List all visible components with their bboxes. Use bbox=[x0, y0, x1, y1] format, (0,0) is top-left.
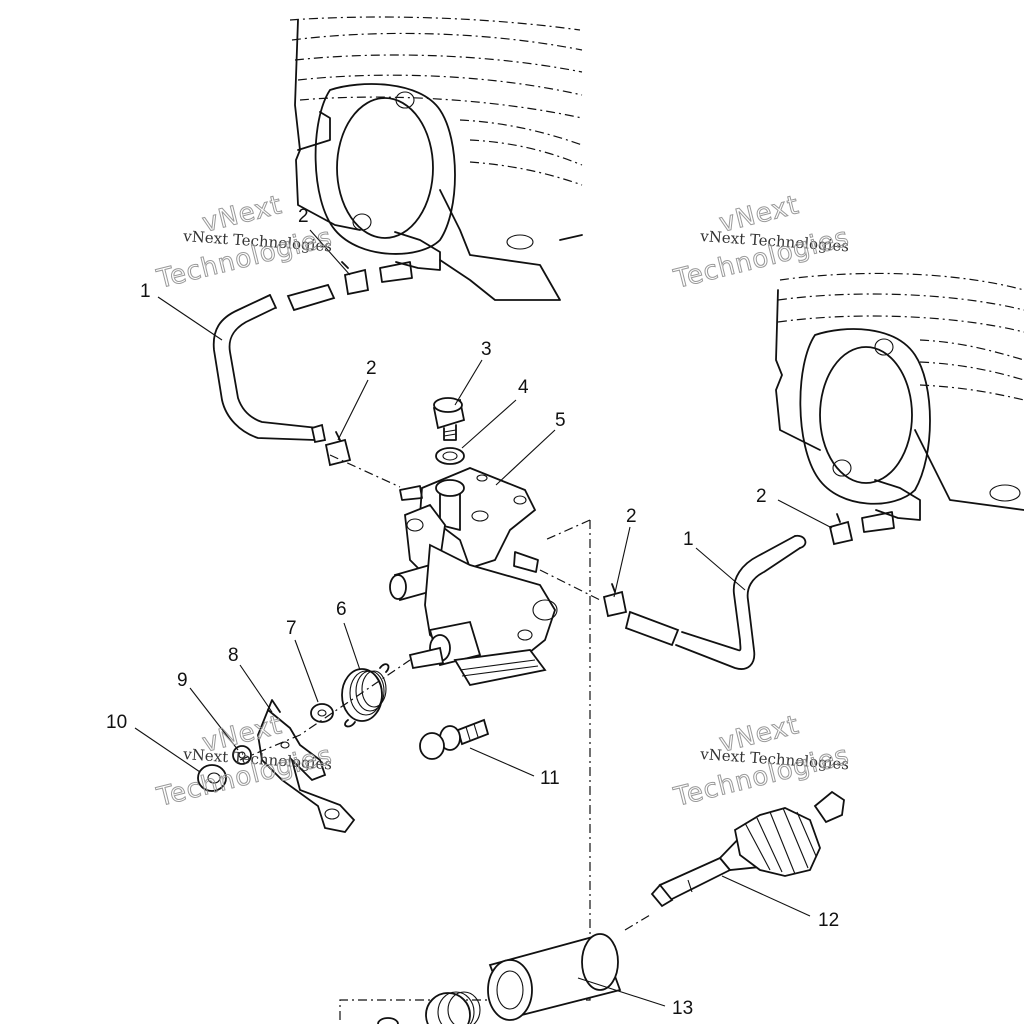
banjo-bolt bbox=[432, 397, 466, 441]
callout-4: 4 bbox=[518, 377, 529, 398]
callout-2a: 2 bbox=[298, 206, 309, 227]
oil-hose-right bbox=[624, 534, 807, 670]
return-spring bbox=[341, 663, 390, 728]
oil-pump-assembly bbox=[389, 467, 558, 687]
callout-13: 13 bbox=[672, 998, 693, 1019]
callout-2d: 2 bbox=[756, 486, 767, 507]
callout-10: 10 bbox=[106, 712, 127, 733]
drive-sleeve bbox=[487, 933, 622, 1021]
engine-cylinder-right bbox=[775, 272, 1024, 533]
callout-labels: 1 2 2 3 4 5 2 1 2 6 7 8 9 10 11 12 13 bbox=[106, 206, 839, 1019]
leader-lines bbox=[134, 229, 833, 1007]
callout-1a: 1 bbox=[140, 281, 151, 302]
callout-5: 5 bbox=[555, 410, 566, 431]
callout-3: 3 bbox=[481, 339, 492, 360]
pump-drive-gear bbox=[650, 790, 845, 908]
watermark-top-right: vNext vNext Technologies Technologies bbox=[670, 190, 853, 296]
pump-control-lever bbox=[257, 699, 356, 833]
hose-clamp-d bbox=[828, 513, 854, 546]
drive-spring bbox=[377, 991, 481, 1024]
callout-8: 8 bbox=[228, 645, 239, 666]
sealing-washer bbox=[435, 447, 465, 465]
callout-2b: 2 bbox=[366, 358, 377, 379]
callout-6: 6 bbox=[336, 599, 347, 620]
callout-12: 12 bbox=[818, 910, 839, 931]
callout-1b: 1 bbox=[683, 529, 694, 550]
thrust-washer bbox=[310, 703, 334, 723]
lever-washer bbox=[232, 745, 252, 765]
lever-nut bbox=[197, 764, 227, 792]
callout-9: 9 bbox=[177, 670, 188, 691]
oil-hose-left bbox=[212, 283, 336, 444]
hose-clamp-c bbox=[602, 583, 628, 618]
mounting-screw bbox=[419, 718, 490, 760]
hose-clamp-a bbox=[341, 261, 370, 296]
hose-clamp-b bbox=[324, 431, 352, 467]
engine-cylinder-top bbox=[289, 16, 583, 301]
callout-11: 11 bbox=[540, 768, 560, 789]
callout-7: 7 bbox=[286, 618, 297, 639]
callout-2c: 2 bbox=[626, 506, 637, 527]
